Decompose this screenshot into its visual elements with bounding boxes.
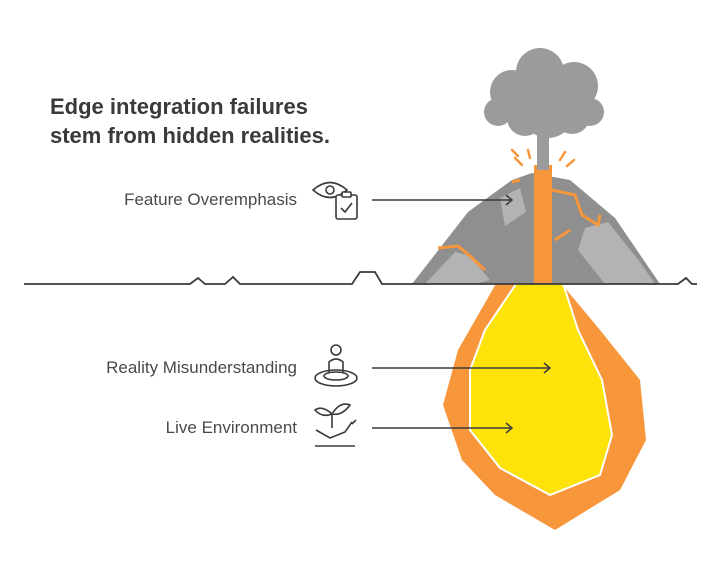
magma-core [469, 276, 614, 497]
title-line-2: stem from hidden realities. [50, 123, 330, 148]
eruption-sparks [510, 148, 576, 168]
arrow-feature-overemphasis [372, 194, 514, 206]
lava-flow-right [551, 188, 602, 242]
mountain-highlight-right [578, 222, 655, 284]
label-feature-overemphasis: Feature Overemphasis [124, 190, 297, 209]
mountain-highlight-left [425, 252, 490, 284]
volcano-vent [534, 165, 552, 283]
label-live-environment: Live Environment [165, 418, 297, 437]
smoke-cloud [484, 48, 604, 170]
mountain-highlight-top [500, 188, 526, 226]
person-portal-icon [314, 344, 358, 387]
page-title: Edge integration failures stem from hidd… [50, 92, 410, 150]
title-line-1: Edge integration failures [50, 94, 308, 119]
label-reality-misunderstanding: Reality Misunderstanding [106, 358, 297, 377]
arrows [372, 194, 552, 434]
eye-clipboard-icon [311, 181, 358, 220]
arrow-reality-misunderstanding [372, 362, 552, 374]
ground-line [24, 271, 697, 285]
arrow-live-environment [372, 422, 514, 434]
plant-hand-icon [313, 403, 357, 447]
lava-flow-left [437, 178, 521, 272]
